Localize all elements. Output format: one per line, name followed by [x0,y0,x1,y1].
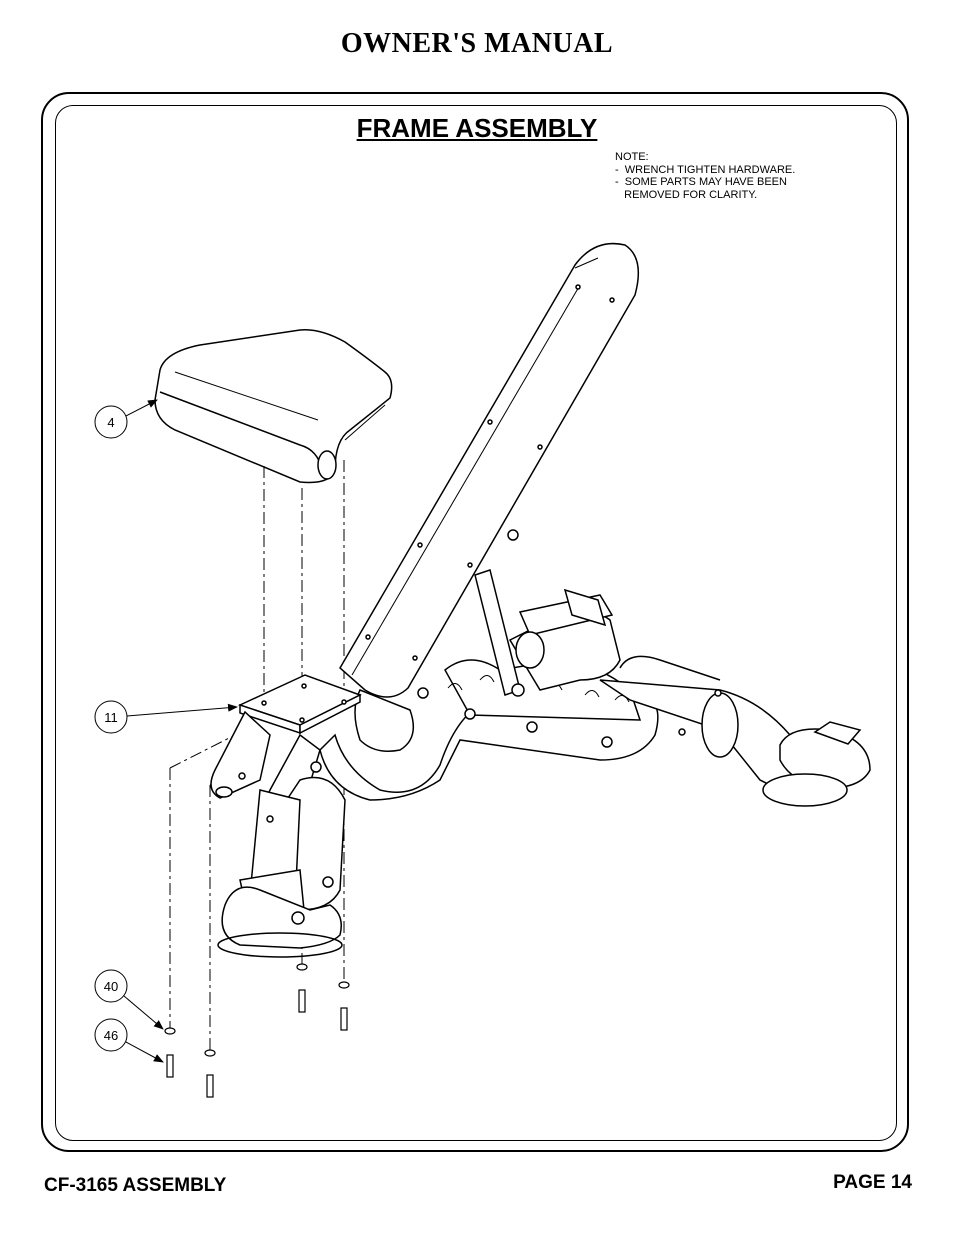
footer-page-number: PAGE 14 [833,1172,912,1193]
section-title: FRAME ASSEMBLY [356,113,598,143]
note-line-3: REMOVED FOR CLARITY. [615,188,758,201]
backrest-board [339,242,640,698]
hardware-washers-bolts [164,963,350,1098]
callout-46-label: 46 [104,1028,118,1043]
callout-part-40: 40 [94,969,164,1030]
callout-11-label: 11 [104,710,118,725]
note-line-1: - WRENCH TIGHTEN HARDWARE. [615,163,796,176]
inner-page-border [55,105,897,1141]
manual-title: OWNER'S MANUAL [340,28,614,59]
note-line-2: - SOME PARTS MAY HAVE BEEN [615,176,787,188]
callout-4-label: 4 [107,415,114,430]
callout-part-4: 4 [94,399,158,439]
callout-part-46: 46 [94,1018,164,1063]
callout-40-label: 40 [104,979,118,994]
note-heading: NOTE: [615,151,649,163]
seat-bracket-and-front-leg [210,674,362,958]
rear-leg [508,588,871,807]
footer-model-assembly: CF-3165 ASSEMBLY [44,1175,227,1196]
callout-part-11: 11 [94,700,238,734]
assembly-note: NOTE: - WRENCH TIGHTEN HARDWARE. - SOME … [615,151,795,201]
seat-pad [154,329,393,484]
outer-page-border [41,92,909,1152]
